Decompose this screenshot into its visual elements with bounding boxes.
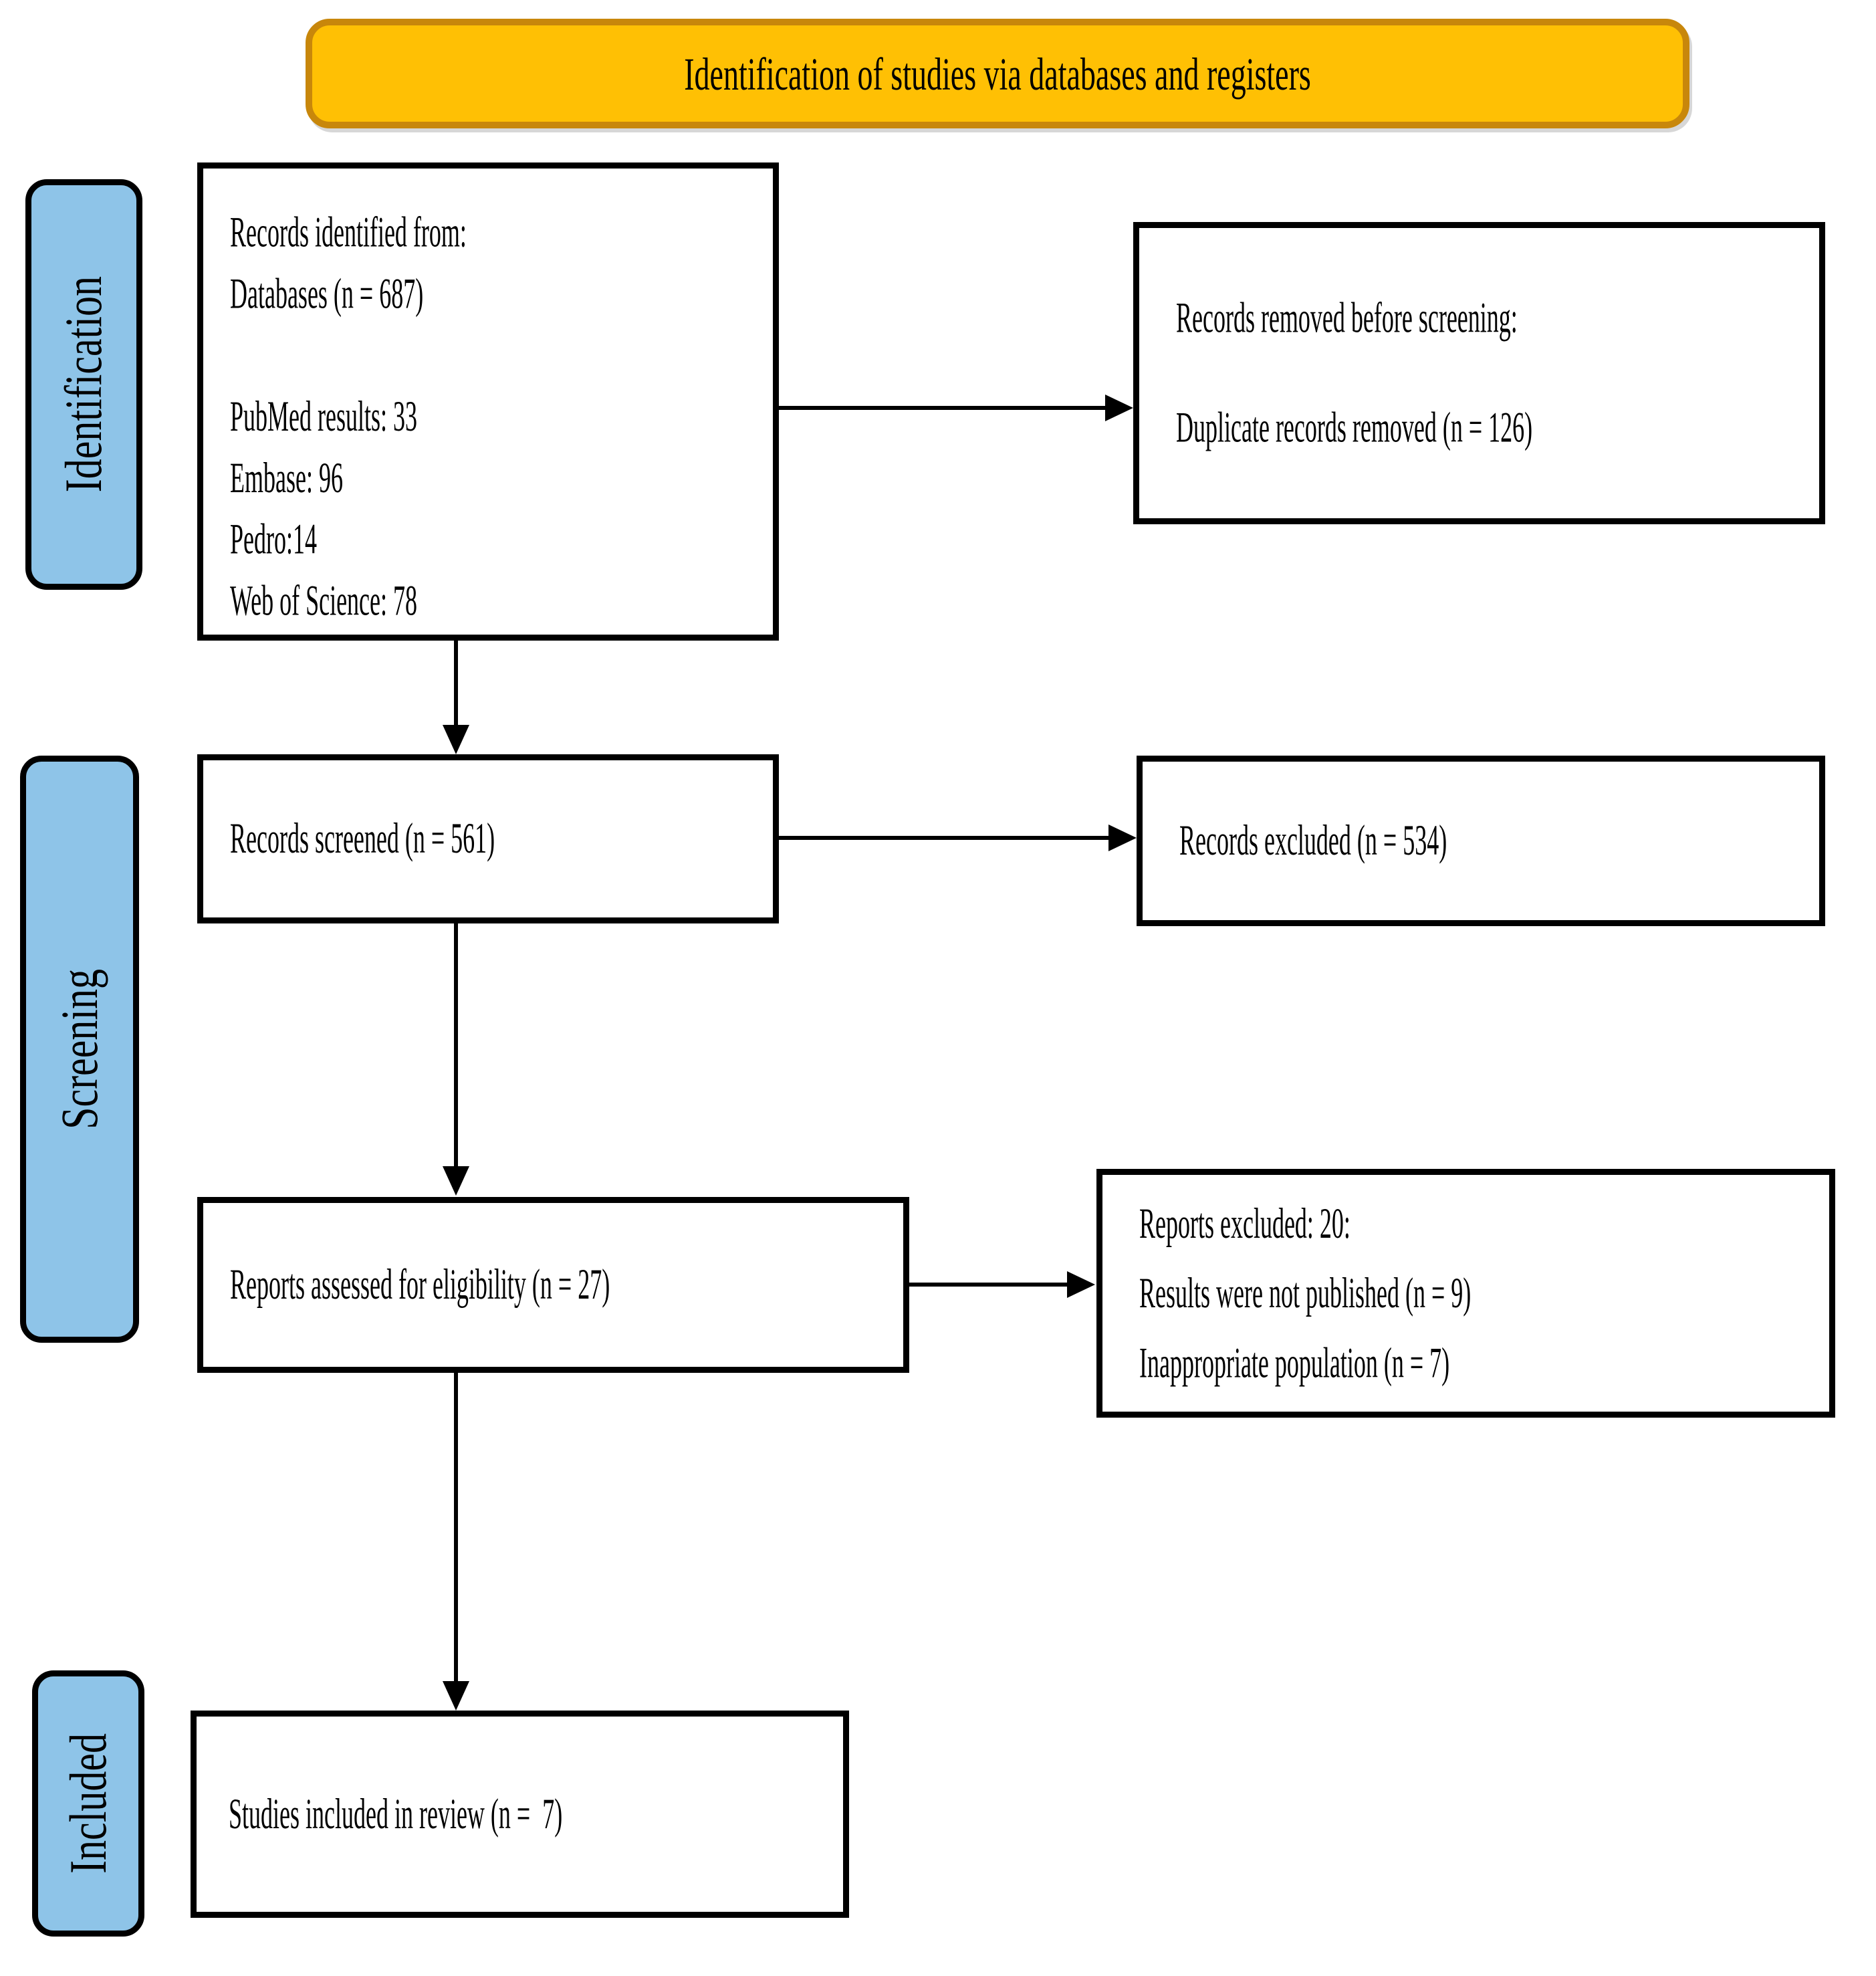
box-records-screened: Records screened (n = 561) (197, 754, 779, 923)
reports-assessed-label: Reports assessed for eligibility (n = 27… (230, 1260, 610, 1309)
stage-tab-identification-label: Identification (54, 276, 112, 493)
stage-tab-identification: Identification (25, 179, 142, 590)
arrowhead-right-icon (1105, 395, 1133, 421)
records-identified-line: PubMed results: 33 (230, 392, 418, 441)
blank-line (230, 325, 761, 387)
box-records-identified-text: Records identified from: Databases (n = … (230, 202, 761, 632)
arrowhead-right-icon (1067, 1271, 1095, 1298)
records-identified-line: Databases (n = 687) (230, 269, 424, 318)
title-banner-label: Identification of studies via databases … (684, 47, 1311, 100)
connector-identified-to-screened (454, 639, 458, 729)
connector-screened-to-excluded (779, 836, 1111, 840)
records-screened-label: Records screened (n = 561) (230, 814, 495, 863)
box-reports-excluded: Reports excluded: 20: Results were not p… (1096, 1169, 1835, 1418)
blank-line (1176, 349, 1807, 397)
arrowhead-down-icon (443, 1166, 469, 1196)
box-records-identified: Records identified from: Databases (n = … (197, 162, 779, 641)
title-banner: Identification of studies via databases … (306, 19, 1689, 128)
records-removed-line: Records removed before screening: (1176, 294, 1518, 342)
box-records-removed-text: Records removed before screening: Duplic… (1176, 288, 1807, 459)
arrowhead-down-icon (443, 725, 469, 754)
box-studies-included: Studies included in review (n = 7) (191, 1711, 849, 1918)
records-identified-line: Pedro:14 (230, 515, 317, 563)
box-records-removed: Records removed before screening: Duplic… (1133, 222, 1825, 524)
connector-identified-to-removed (779, 406, 1108, 410)
connector-assessed-to-reports-excluded (909, 1283, 1070, 1287)
box-reports-excluded-text: Reports excluded: 20: Results were not p… (1139, 1188, 1817, 1398)
stage-tab-screening-label: Screening (50, 969, 108, 1129)
reports-excluded-line: Inappropriate population (n = 7) (1139, 1339, 1450, 1387)
stage-tab-screening: Screening (20, 756, 139, 1343)
stage-tab-included-label: Included (59, 1733, 117, 1874)
connector-assessed-to-included (454, 1373, 458, 1684)
box-reports-assessed: Reports assessed for eligibility (n = 27… (197, 1197, 909, 1373)
studies-included-label: Studies included in review (n = 7) (229, 1789, 563, 1838)
stage-tab-included: Included (32, 1670, 144, 1937)
arrowhead-right-icon (1108, 825, 1137, 851)
connector-screened-to-assessed (454, 923, 458, 1169)
box-records-excluded: Records excluded (n = 534) (1137, 756, 1825, 926)
reports-excluded-line: Reports excluded: 20: (1139, 1199, 1351, 1248)
records-identified-line: Web of Science: 78 (230, 576, 418, 625)
records-identified-line: Embase: 96 (230, 453, 343, 502)
arrowhead-down-icon (443, 1681, 469, 1711)
records-identified-line: Records identified from: (230, 208, 467, 256)
records-removed-line: Duplicate records removed (n = 126) (1176, 403, 1533, 451)
records-excluded-label: Records excluded (n = 534) (1179, 816, 1447, 865)
reports-excluded-line: Results were not published (n = 9) (1139, 1269, 1472, 1317)
